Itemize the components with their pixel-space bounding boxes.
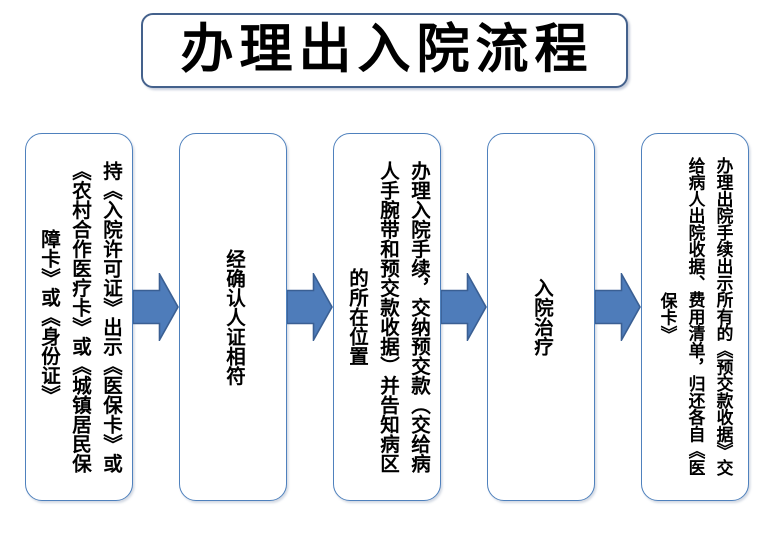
flow-step-label: 持《入院许可证》出示《医保卡》或《农村合作医疗卡》或《城镇居民保障卡》或《身份证… <box>37 161 121 473</box>
flow-step-documents: 持《入院许可证》出示《医保卡》或《农村合作医疗卡》或《城镇居民保障卡》或《身份证… <box>25 133 133 501</box>
arrow-cell <box>595 133 641 501</box>
page-title: 办理出入院流程 <box>180 21 594 79</box>
flow-step-admission-procedure: 办理入院手续，交纳预交款（交给病人手腕带和预交款收据）并告知病区的所在位置 <box>333 133 441 501</box>
flow-step-label: 办理入院手续，交纳预交款（交给病人手腕带和预交款收据）并告知病区的所在位置 <box>345 161 429 473</box>
flow-step-label: 入院治疗 <box>530 278 552 356</box>
flow-step-identity-check: 经确认人证相符 <box>179 133 287 501</box>
flow-step-label: 办理出院手续出示所有的《预交款收据》交给病人出院收据、费用清单，归还各自《医保卡… <box>658 157 733 477</box>
flow-step-treatment: 入院治疗 <box>487 133 595 501</box>
arrow-right-icon <box>287 273 333 341</box>
arrow-right-icon <box>441 273 487 341</box>
arrow-cell <box>441 133 487 501</box>
title-row: 办理出入院流程 <box>0 13 768 88</box>
title-box: 办理出入院流程 <box>140 13 628 88</box>
flow-step-label: 经确认人证相符 <box>222 248 244 386</box>
arrow-cell <box>287 133 333 501</box>
arrow-right-icon <box>133 273 179 341</box>
arrow-cell <box>133 133 179 501</box>
flow-step-discharge-procedure: 办理出院手续出示所有的《预交款收据》交给病人出院收据、费用清单，归还各自《医保卡… <box>641 133 749 501</box>
arrow-right-icon <box>595 273 641 341</box>
flowchart: 持《入院许可证》出示《医保卡》或《农村合作医疗卡》或《城镇居民保障卡》或《身份证… <box>0 133 768 501</box>
